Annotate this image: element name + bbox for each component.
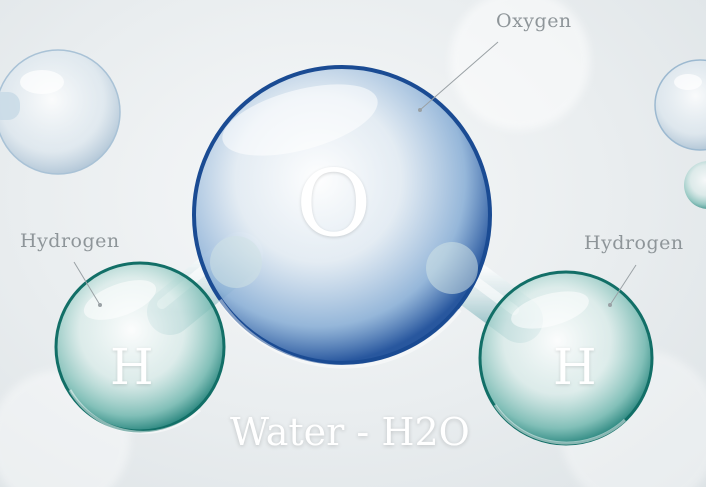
hydrogen-atom-right xyxy=(478,270,654,446)
hydrogen-right-label: Hydrogen xyxy=(584,232,684,254)
background-bubble-left xyxy=(0,49,121,175)
hydrogen-left-leader-line xyxy=(73,261,101,306)
oxygen-atom xyxy=(192,65,492,369)
oxygen-label: Oxygen xyxy=(496,10,572,32)
oxygen-symbol: O xyxy=(296,150,372,257)
oxygen-leader-dot xyxy=(418,108,422,112)
hydrogen-right-leader-dot xyxy=(608,303,612,307)
background-bubble-right xyxy=(654,59,706,209)
molecule-caption: Water - H2O xyxy=(230,410,470,454)
hydrogen-left-symbol: H xyxy=(110,338,154,396)
hydrogen-left-leader-dot xyxy=(98,303,102,307)
hydrogen-right-symbol: H xyxy=(553,338,597,396)
hydrogen-left-label: Hydrogen xyxy=(20,230,120,252)
hydrogen-right-leader-line xyxy=(609,264,637,306)
leader-lines xyxy=(73,41,637,307)
oxygen-leader-line xyxy=(419,41,499,111)
